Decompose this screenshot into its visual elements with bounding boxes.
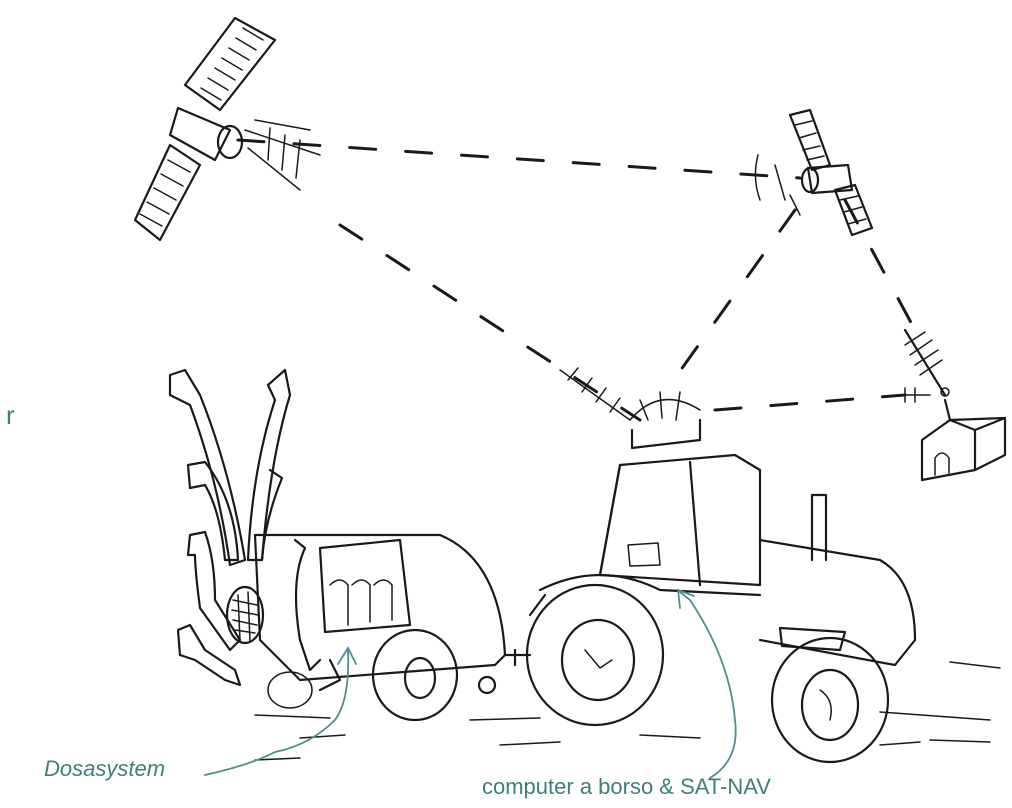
satellite-left-icon bbox=[135, 18, 320, 240]
radio-link-sat2-tractor bbox=[670, 210, 795, 385]
label-dosasystem: Dosasystem bbox=[44, 756, 165, 782]
ground-station-antenna-icon bbox=[900, 330, 949, 402]
spray-boom-icon bbox=[170, 370, 340, 690]
radio-link-satellites bbox=[238, 140, 800, 178]
tractor-icon bbox=[527, 368, 915, 762]
label-edge-fragment: r bbox=[6, 400, 15, 431]
radio-link-tractor-station bbox=[715, 395, 905, 410]
pointer-arrow-computer bbox=[678, 590, 736, 778]
radio-link-sat2-station bbox=[845, 200, 915, 330]
label-computer-sat-nav: computer a borso & SAT-NAV bbox=[482, 774, 771, 800]
radio-link-sat1-tractor bbox=[340, 225, 640, 420]
ground-station-building-icon bbox=[922, 400, 1005, 480]
sprayer-trailer-icon bbox=[255, 535, 530, 720]
